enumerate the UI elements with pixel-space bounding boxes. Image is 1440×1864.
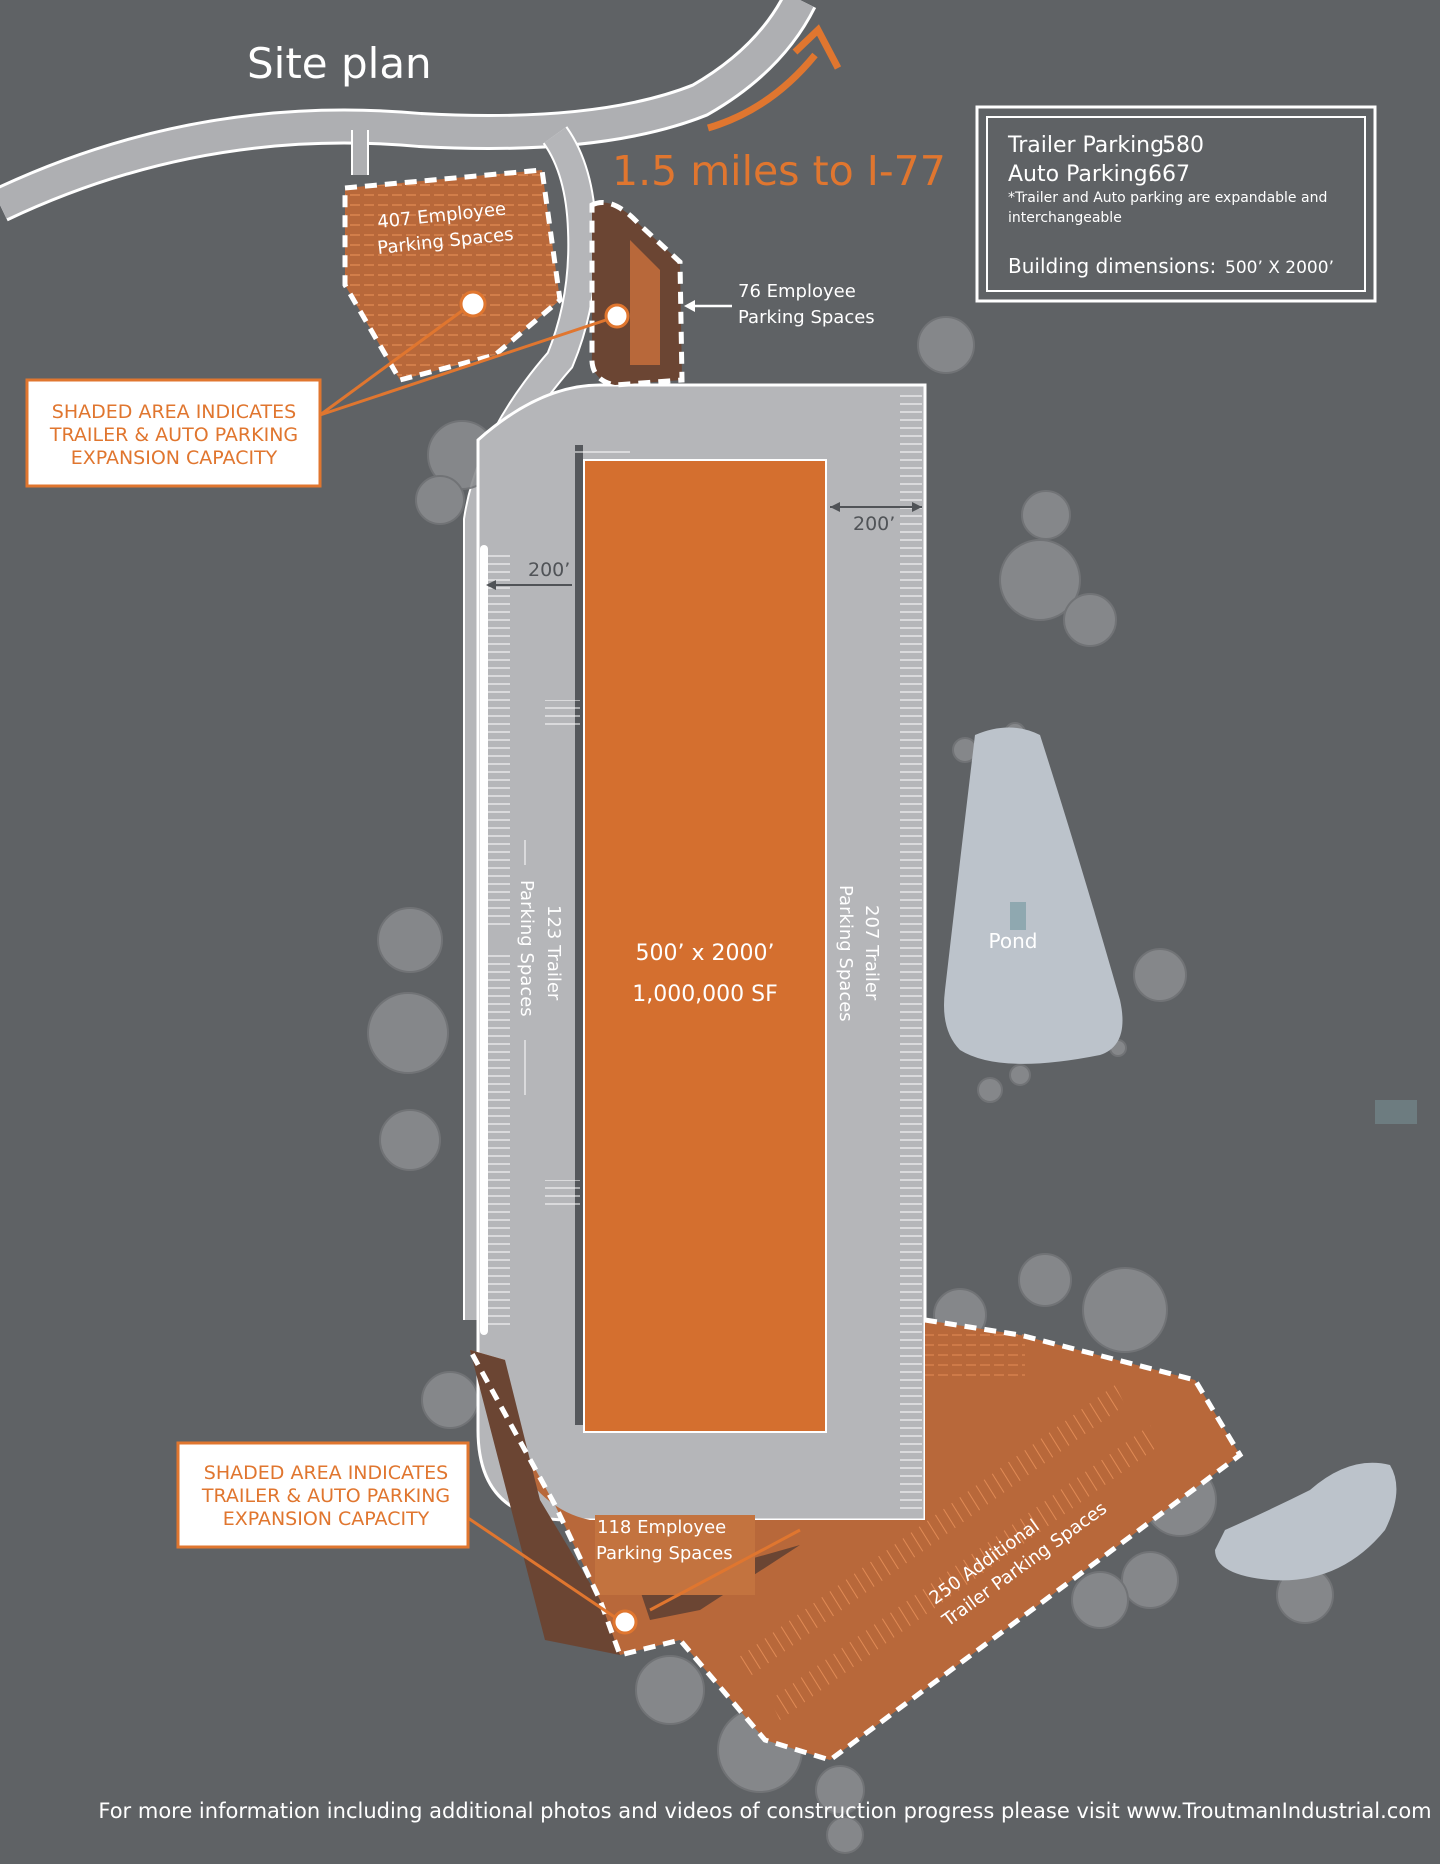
callout-bottom-line3: EXPANSION CAPACITY	[223, 1508, 430, 1530]
west-curb	[480, 545, 488, 1335]
legend-box-outer	[975, 105, 1377, 303]
south-west-strip	[470, 1350, 620, 1655]
direction-arrow	[707, 52, 818, 132]
legend-trailer-label: Trailer Parking:	[1007, 133, 1172, 158]
south-expansion-area[interactable]	[470, 1320, 1240, 1760]
legend-box-inner	[986, 116, 1366, 292]
south-lot-pin[interactable]	[612, 1609, 638, 1635]
pond-label: Pond	[989, 929, 1038, 953]
legend-note-line2: interchangeable	[1008, 210, 1122, 226]
south-lot-label-1: 118 Employee	[597, 1517, 726, 1538]
south-trailer-stalls-2	[770, 1425, 1160, 1720]
east-lot-arrow-head	[684, 300, 695, 312]
legend: Trailer Parking: 580 Auto Parking: 667 *…	[1007, 133, 1334, 278]
legend-auto-label: Auto Parking:	[1008, 162, 1155, 187]
east-small-lot-stalls	[630, 240, 660, 365]
building-docks	[575, 445, 583, 1425]
dimension-east-label: 200’	[853, 513, 895, 535]
building[interactable]	[583, 459, 827, 1433]
south-east-stalls	[925, 1330, 1025, 1380]
legend-building-label: Building dimensions:	[1008, 254, 1216, 278]
direction-arrow-head	[792, 24, 842, 70]
callout-bottom-line2: TRAILER & AUTO PARKING	[201, 1485, 450, 1507]
dimension-west	[486, 580, 572, 590]
callout-top-line1: SHADED AREA INDICATES	[52, 401, 296, 423]
west-trailer-label-1: 123 Trailer	[543, 905, 564, 1001]
east-trailer-label-1: 207 Trailer	[861, 905, 882, 1001]
north-lot-boundary	[342, 167, 563, 383]
pond	[944, 727, 1123, 1064]
legend-trailer-value: 580	[1162, 133, 1204, 158]
pond-marker	[1010, 902, 1026, 930]
legend-building-value: 500’ X 2000’	[1225, 258, 1334, 278]
dock-marks-1	[545, 700, 580, 730]
west-trailer-stalls-upper	[486, 555, 510, 925]
west-trailer-stalls-lower	[486, 955, 510, 1325]
east-trailer-label-2: Parking Spaces	[835, 885, 856, 1022]
callout-box-top	[25, 378, 322, 488]
dock-marks-2	[545, 1180, 580, 1210]
callout-top-line2: TRAILER & AUTO PARKING	[49, 424, 298, 446]
south-employee-lot[interactable]	[595, 1515, 755, 1595]
footer-text: For more information including additiona…	[98, 1799, 1431, 1823]
dimension-east	[830, 502, 922, 512]
east-trailer-stalls	[900, 390, 922, 1515]
callout-leaders	[319, 303, 801, 1624]
map-marker-box	[1375, 1100, 1417, 1124]
callout-box-bottom	[176, 1441, 470, 1549]
south-lot-label-2: Parking Spaces	[596, 1543, 733, 1564]
north-lot-pin[interactable]	[459, 290, 487, 318]
east-lot-label-1: 76 Employee	[738, 281, 856, 302]
building-dimensions: 500’ x 2000’	[636, 941, 775, 966]
east-lot-pin[interactable]	[604, 303, 630, 329]
dock-marks-top	[575, 445, 630, 457]
building-area: 1,000,000 SF	[632, 982, 778, 1007]
distance-label: 1.5 miles to I-77	[612, 147, 946, 195]
east-lot-label-2: Parking Spaces	[738, 307, 875, 328]
legend-auto-value: 667	[1148, 162, 1190, 187]
dimension-west-label: 200’	[528, 559, 570, 581]
page-title: Site plan	[247, 39, 432, 88]
legend-note-line1: *Trailer and Auto parking are expandable…	[1008, 190, 1327, 206]
callout-bottom: SHADED AREA INDICATES TRAILER & AUTO PAR…	[201, 1462, 450, 1530]
east-small-lot-boundary	[589, 200, 685, 388]
callout-top-line3: EXPANSION CAPACITY	[71, 447, 278, 469]
south-expansion-boundary	[467, 1317, 1244, 1763]
south-pond	[1215, 1462, 1397, 1581]
west-trailer-label-2: Parking Spaces	[516, 880, 537, 1017]
main-road	[0, 0, 814, 219]
callout-bottom-line1: SHADED AREA INDICATES	[204, 1462, 448, 1484]
callout-top: SHADED AREA INDICATES TRAILER & AUTO PAR…	[49, 401, 298, 469]
south-trailer-stalls-1	[735, 1385, 1125, 1680]
